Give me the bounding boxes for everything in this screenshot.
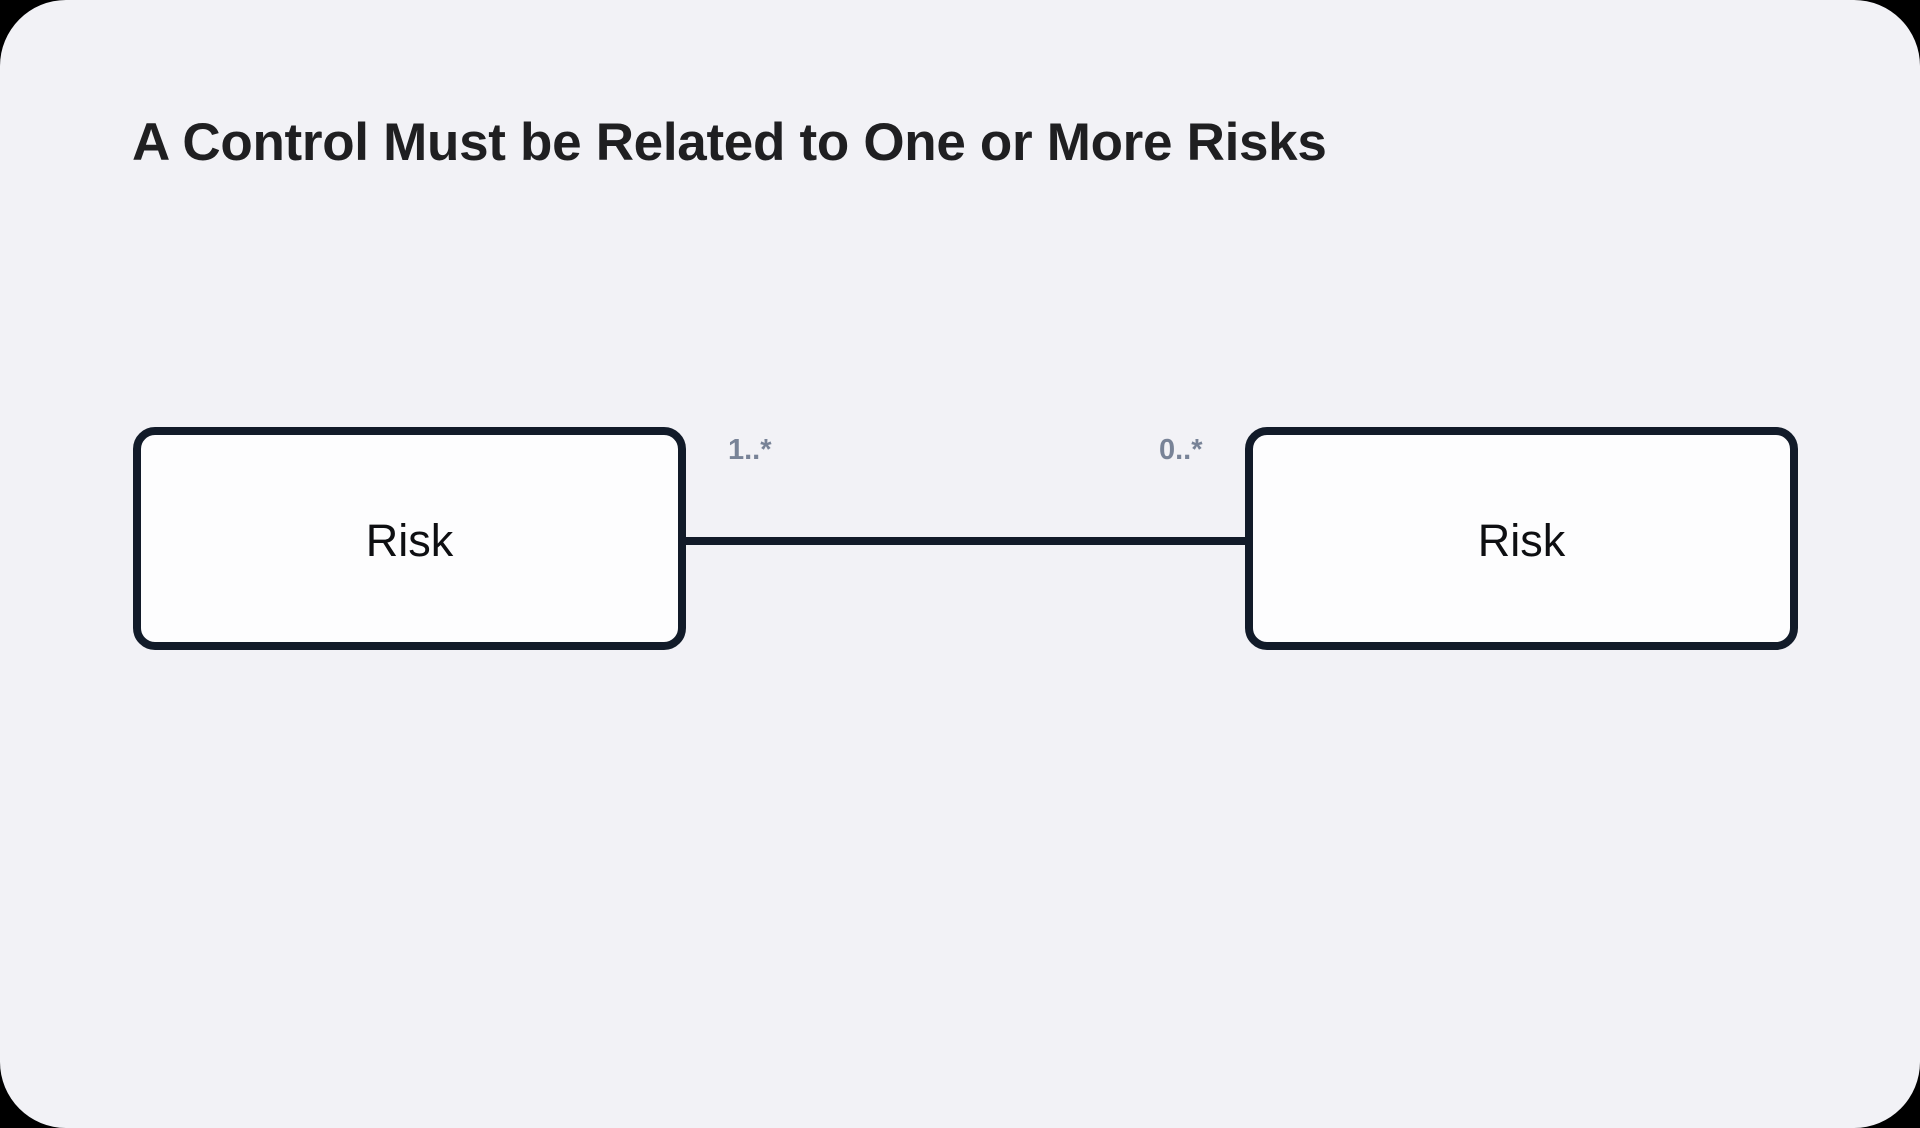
diagram-title: A Control Must be Related to One or More…: [132, 113, 1327, 172]
entity-box-right[interactable]: Risk: [1245, 427, 1798, 650]
entity-label-left: Risk: [365, 514, 454, 566]
multiplicity-label-left: 1..*: [728, 434, 772, 466]
multiplicity-label-right: 0..*: [1159, 434, 1203, 466]
entity-box-left[interactable]: Risk: [133, 427, 686, 650]
association-line[interactable]: [684, 537, 1248, 545]
entity-label-right: Risk: [1477, 514, 1566, 566]
